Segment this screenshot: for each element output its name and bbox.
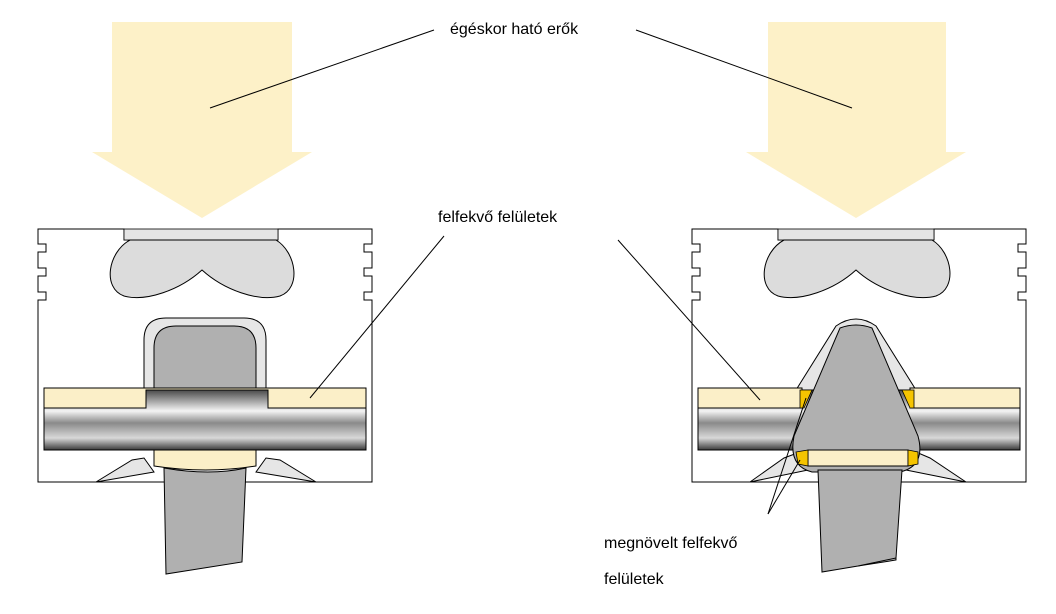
piston-right-bowl xyxy=(763,239,951,299)
leader-forces-right xyxy=(635,29,853,109)
label-enlarged-line1: megnövelt felfekvő xyxy=(604,535,738,552)
force-arrow-right xyxy=(746,22,966,218)
leader-enlarged-b xyxy=(767,459,801,515)
piston-left-rod-top xyxy=(153,325,257,391)
piston-right-crown-insert xyxy=(777,228,935,241)
enlarged-surface-bottom-right xyxy=(907,449,919,467)
enlarged-surface-top-right xyxy=(901,389,915,409)
piston-right-rod-shank xyxy=(817,469,903,573)
piston-left-crown-insert xyxy=(123,228,279,241)
label-bearing-surfaces: felfekvő felületek xyxy=(438,209,558,226)
piston-right-bushing-left xyxy=(697,387,803,409)
force-arrow-left xyxy=(92,22,312,218)
leader-bearing-right xyxy=(617,239,761,401)
label-forces: égéskor ható erők xyxy=(450,21,579,38)
label-enlarged-line2: felületek xyxy=(604,571,664,588)
piston-right-rod-bearing xyxy=(807,449,909,467)
leader-lines xyxy=(209,29,853,515)
piston-left-skirt-left xyxy=(95,457,155,483)
piston-left-skirt-right xyxy=(255,457,317,483)
piston-left-pin xyxy=(43,389,367,451)
piston-right xyxy=(691,228,1027,573)
piston-left-rod-shank xyxy=(163,467,247,575)
leader-enlarged-a xyxy=(767,397,807,515)
piston-left-bowl xyxy=(109,239,295,299)
piston-right-bushing-right xyxy=(909,387,1021,409)
piston-left-rod-bearing xyxy=(153,449,257,471)
leader-bearing-left xyxy=(309,235,445,399)
piston-left xyxy=(37,228,373,575)
leader-forces-left xyxy=(209,29,435,109)
